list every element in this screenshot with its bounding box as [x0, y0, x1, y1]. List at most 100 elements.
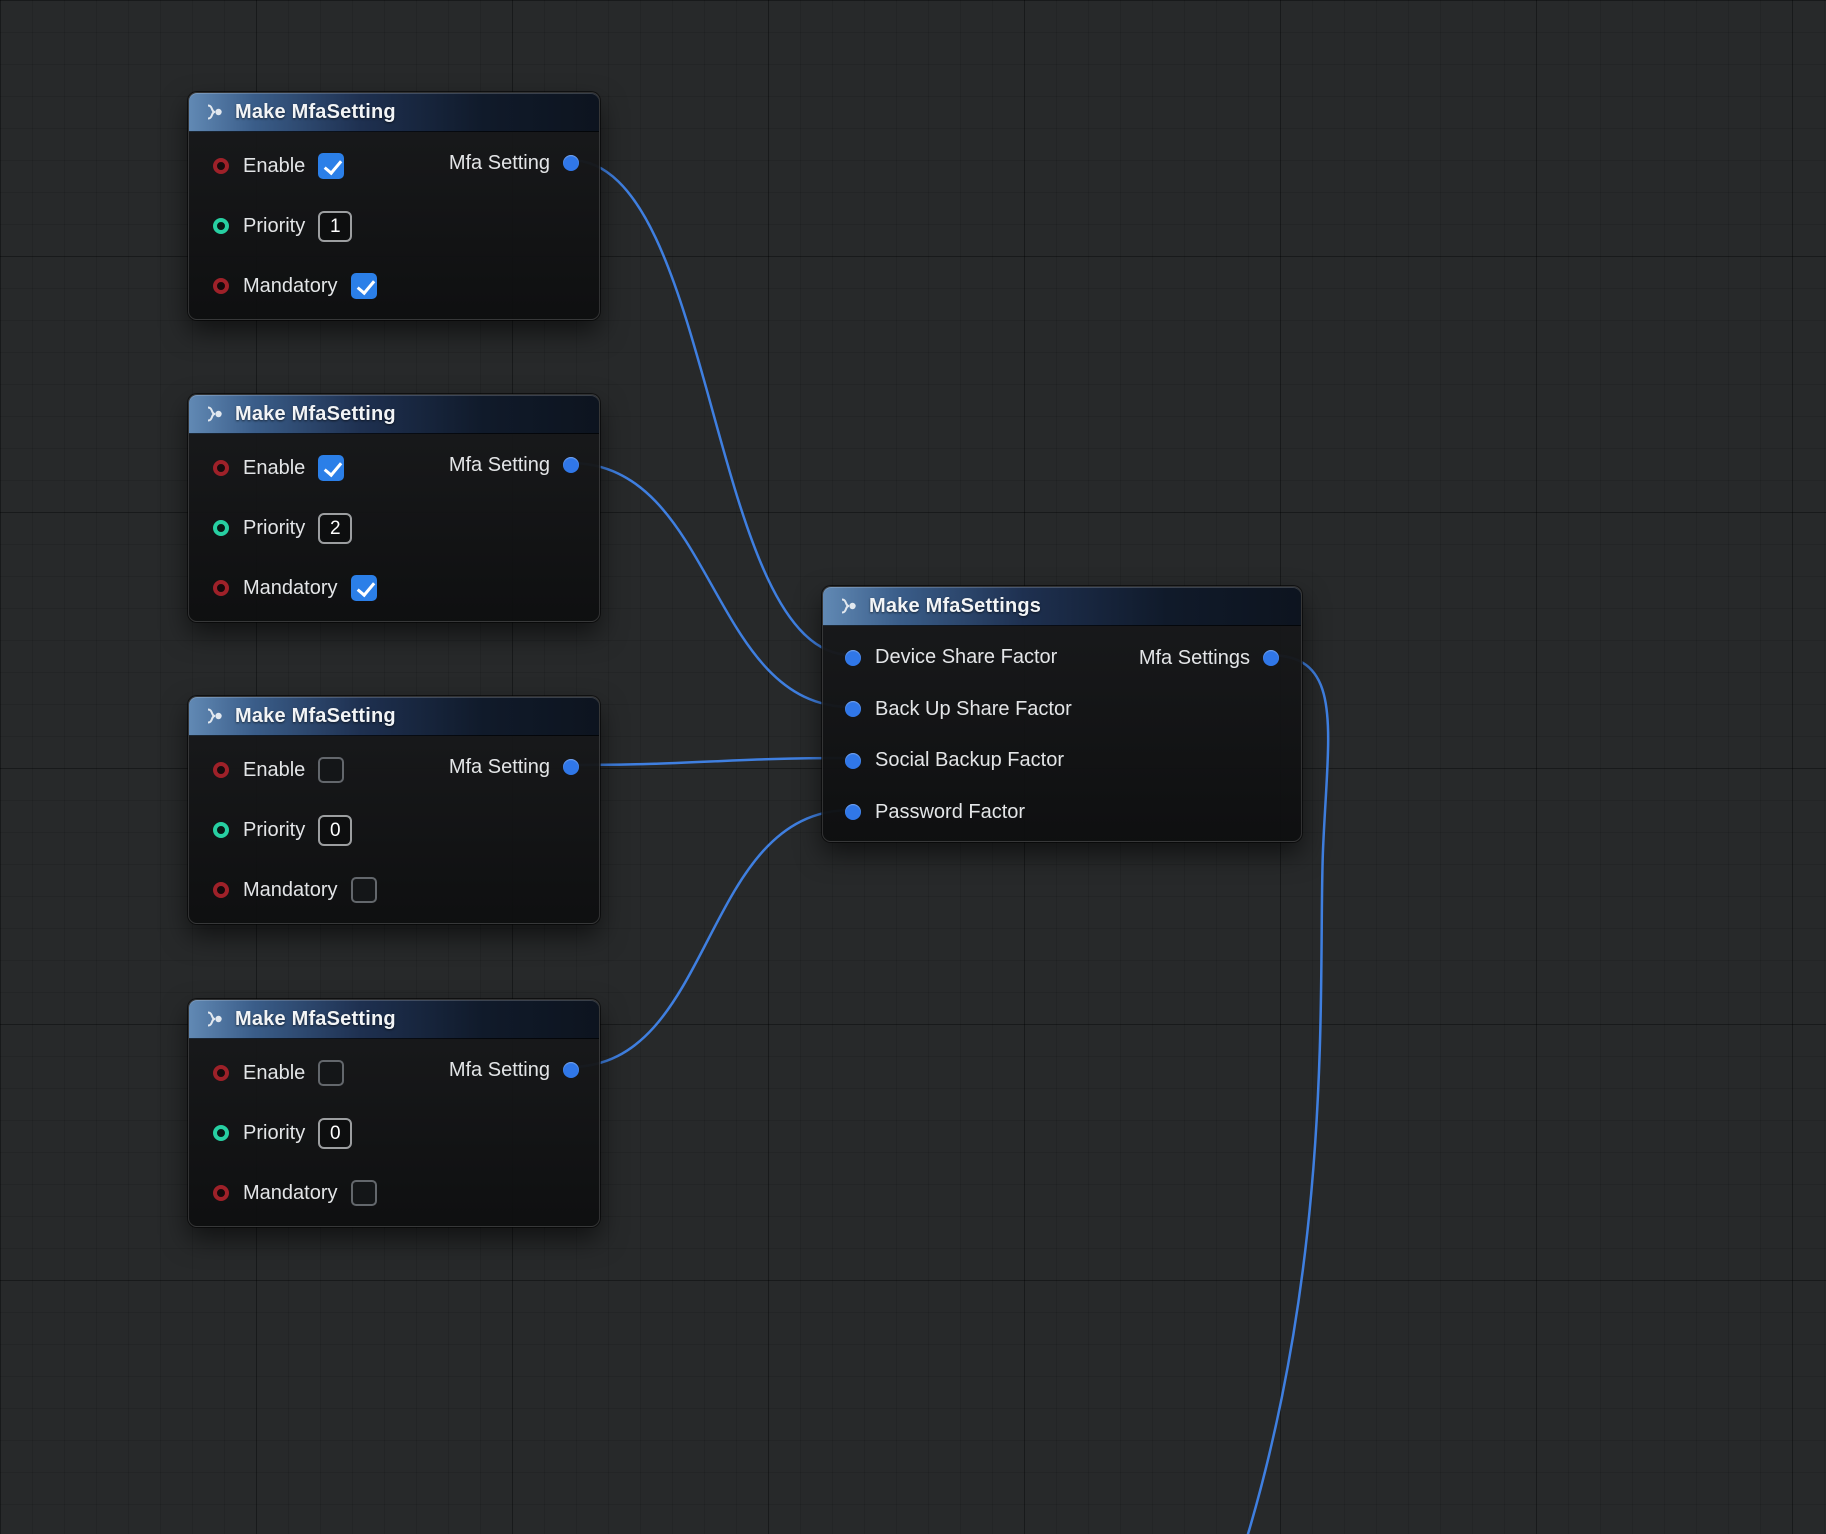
- enable-pin[interactable]: [213, 158, 229, 174]
- priority-pin[interactable]: [213, 218, 229, 234]
- enable-pin[interactable]: [213, 762, 229, 778]
- enable-checkbox[interactable]: [318, 757, 345, 783]
- priority-label: Priority: [243, 818, 306, 841]
- enable-checkbox[interactable]: [318, 455, 345, 481]
- mfa-setting-output-pin[interactable]: [563, 457, 579, 473]
- password-factor-pin[interactable]: [845, 804, 861, 821]
- priority-input[interactable]: 0: [318, 1117, 353, 1149]
- enable-label: Enable: [243, 154, 306, 177]
- enable-pin-row: Enable: [189, 136, 599, 196]
- make-mfasetting-node-3[interactable]: Make MfaSetting Enable Priority 0 Mandat…: [188, 696, 600, 924]
- mandatory-pin[interactable]: [213, 278, 229, 294]
- node-title: Make MfaSetting: [235, 402, 396, 425]
- enable-label: Enable: [243, 758, 306, 781]
- wire-setting1-to-device-share-factor[interactable]: [568, 158, 853, 657]
- mandatory-pin-row: Mandatory: [189, 860, 599, 920]
- priority-pin[interactable]: [213, 520, 229, 536]
- mfa-setting-output-pin[interactable]: [563, 759, 579, 775]
- mandatory-label: Mandatory: [243, 274, 338, 297]
- node-title-bar[interactable]: Make MfaSetting: [189, 395, 599, 434]
- mfa-setting-output-label: Mfa Setting: [448, 1058, 550, 1081]
- wire-setting4-to-password-factor[interactable]: [568, 808, 853, 1069]
- mandatory-checkbox[interactable]: [350, 1180, 377, 1206]
- node-title: Make MfaSettings: [869, 594, 1042, 617]
- priority-pin[interactable]: [213, 1125, 229, 1141]
- wire-setting2-to-back-up-share-factor[interactable]: [568, 461, 853, 709]
- make-mfasetting-node-1[interactable]: Make MfaSetting Enable Priority 1 Mandat…: [188, 92, 600, 320]
- priority-label: Priority: [243, 516, 306, 539]
- mfa-setting-output-label: Mfa Setting: [448, 755, 550, 778]
- node-title-bar[interactable]: Make MfaSetting: [189, 1000, 599, 1039]
- mandatory-checkbox[interactable]: [350, 575, 377, 601]
- node-title-bar[interactable]: Make MfaSetting: [189, 93, 599, 132]
- enable-label: Enable: [243, 1061, 306, 1084]
- make-struct-icon: [203, 705, 225, 727]
- mfa-setting-output-label: Mfa Setting: [448, 453, 550, 476]
- device-share-factor-pin-row: Device Share Factor: [823, 632, 1301, 684]
- priority-pin[interactable]: [213, 822, 229, 838]
- wire-setting3-to-social-backup-factor[interactable]: [568, 756, 853, 767]
- node-title: Make MfaSetting: [235, 704, 396, 727]
- make-mfasetting-node-2[interactable]: Make MfaSetting Enable Priority 2 Mandat…: [188, 394, 600, 622]
- node-title: Make MfaSetting: [235, 100, 396, 123]
- mandatory-pin[interactable]: [213, 580, 229, 596]
- social-backup-factor-pin[interactable]: [845, 752, 861, 769]
- mfa-settings-output-row: Mfa Settings: [1139, 642, 1279, 674]
- mandatory-pin[interactable]: [213, 882, 229, 898]
- mfa-setting-output-label: Mfa Setting: [448, 151, 550, 174]
- enable-pin[interactable]: [213, 1065, 229, 1081]
- device-share-factor-pin[interactable]: [845, 649, 861, 666]
- priority-input[interactable]: 2: [318, 512, 353, 544]
- enable-checkbox[interactable]: [318, 1060, 345, 1086]
- priority-label: Priority: [243, 1121, 306, 1144]
- make-mfasettings-node[interactable]: Make MfaSettings Device Share Factor Bac…: [822, 586, 1302, 842]
- priority-input[interactable]: 1: [318, 210, 353, 242]
- enable-pin-row: Enable: [189, 740, 599, 800]
- enable-pin[interactable]: [213, 460, 229, 476]
- mandatory-pin[interactable]: [213, 1185, 229, 1201]
- mandatory-label: Mandatory: [243, 1181, 338, 1204]
- back-up-share-factor-pin-row: Back Up Share Factor: [823, 684, 1301, 736]
- password-factor-pin-row: Password Factor: [823, 787, 1301, 839]
- enable-checkbox[interactable]: [318, 153, 345, 179]
- mandatory-pin-row: Mandatory: [189, 558, 599, 618]
- enable-label: Enable: [243, 456, 306, 479]
- mfa-setting-output-row: Mfa Setting: [449, 147, 579, 179]
- back-up-share-factor-label: Back Up Share Factor: [875, 697, 1072, 720]
- mandatory-label: Mandatory: [243, 576, 338, 599]
- device-share-factor-label: Device Share Factor: [875, 646, 1058, 669]
- mfa-setting-output-row: Mfa Setting: [449, 751, 579, 783]
- mfa-setting-output-pin[interactable]: [563, 1062, 579, 1078]
- social-backup-factor-label: Social Backup Factor: [875, 749, 1064, 772]
- make-struct-icon: [203, 1008, 225, 1030]
- priority-pin-row: Priority 2: [189, 498, 599, 558]
- back-up-share-factor-pin[interactable]: [845, 701, 861, 718]
- enable-pin-row: Enable: [189, 438, 599, 498]
- mandatory-label: Mandatory: [243, 878, 338, 901]
- mfa-settings-output-pin[interactable]: [1263, 650, 1279, 666]
- mfa-setting-output-row: Mfa Setting: [449, 1054, 579, 1086]
- mandatory-pin-row: Mandatory: [189, 256, 599, 316]
- wire-mfa-settings-output[interactable]: [1246, 653, 1330, 1534]
- password-factor-label: Password Factor: [875, 800, 1026, 823]
- mandatory-checkbox[interactable]: [350, 877, 377, 903]
- make-struct-icon: [837, 595, 859, 617]
- social-backup-factor-pin-row: Social Backup Factor: [823, 735, 1301, 787]
- priority-pin-row: Priority 0: [189, 1103, 599, 1163]
- node-title-bar[interactable]: Make MfaSettings: [823, 587, 1301, 626]
- mandatory-checkbox[interactable]: [350, 273, 377, 299]
- make-struct-icon: [203, 101, 225, 123]
- priority-label: Priority: [243, 214, 306, 237]
- make-mfasetting-node-4[interactable]: Make MfaSetting Enable Priority 0 Mandat…: [188, 999, 600, 1227]
- priority-pin-row: Priority 0: [189, 800, 599, 860]
- enable-pin-row: Enable: [189, 1043, 599, 1103]
- mfa-settings-output-label: Mfa Settings: [1138, 646, 1250, 669]
- mfa-setting-output-row: Mfa Setting: [449, 449, 579, 481]
- priority-input[interactable]: 0: [318, 814, 353, 846]
- mfa-setting-output-pin[interactable]: [563, 155, 579, 171]
- node-title-bar[interactable]: Make MfaSetting: [189, 697, 599, 736]
- node-title: Make MfaSetting: [235, 1007, 396, 1030]
- make-struct-icon: [203, 403, 225, 425]
